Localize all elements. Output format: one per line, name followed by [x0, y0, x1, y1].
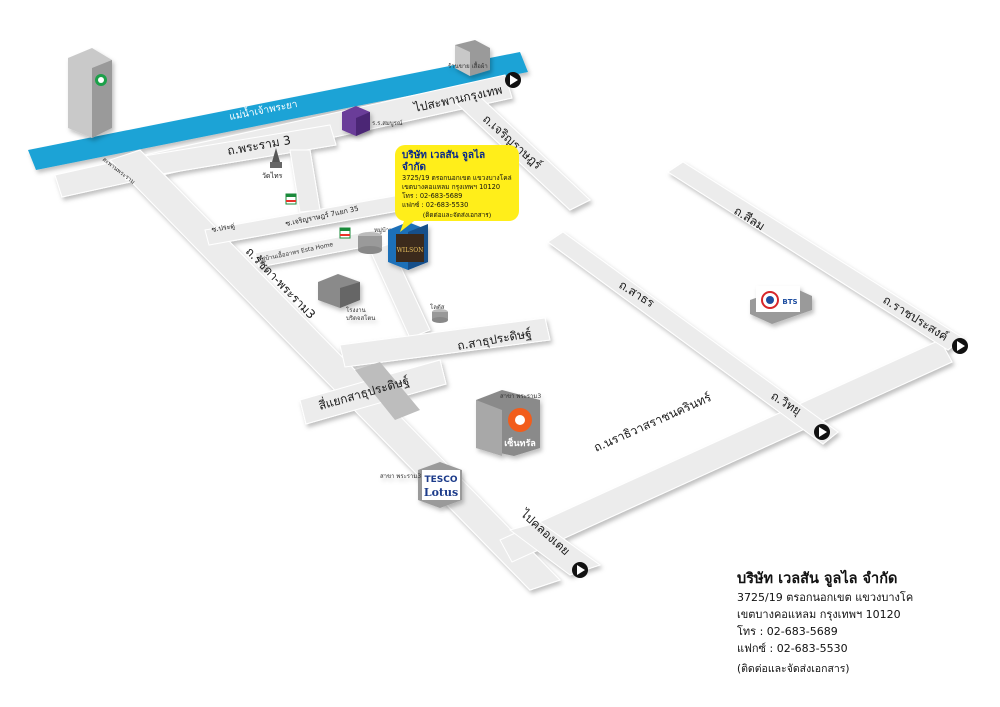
label-tank: โลตัส [430, 303, 445, 311]
callout-note: (ติดต่อและจัดส่งเอกสาร) [422, 211, 492, 219]
road-sathu-pradit [339, 317, 551, 368]
tank-building: โลตัส [430, 303, 448, 323]
callout-address-1: 3725/19 ตรอกนอกเขต แขวงบางโคล่ [402, 174, 512, 182]
callout-address-2: เขตบางคอแหลม กรุงเทพฯ 10120 [402, 183, 501, 191]
callout-phone: โทร : 02-683-5689 [402, 192, 463, 200]
arrow-right-icon[interactable] [952, 338, 968, 354]
label-ssk: ร.ร.สมบูรณ์ [372, 119, 403, 127]
label-rong-ngan: โรงงาน [346, 306, 366, 314]
label-narathiwat: ถ.นราธิวาสราชนครินทร์ [592, 390, 714, 455]
label-central-branch: สาขา พระราม3 [500, 393, 541, 400]
central-building: สาขา พระราม3 เซ็นทรัล [476, 390, 541, 456]
road-charoen-rat [454, 91, 591, 211]
arrow-right-icon[interactable] [572, 562, 588, 578]
tower-building [68, 48, 112, 138]
label-wat: วัดไทร [262, 171, 283, 180]
wilson-label: WILSON [397, 247, 424, 254]
school-building: ร.ร.สมบูรณ์ [342, 106, 403, 136]
shop-building: ร้านขาย เสื้อผ้า [448, 40, 490, 76]
bts-label: BTS [782, 298, 797, 306]
info-address-1: 3725/19 ตรอกนอกเขต แขวงบางโค [737, 591, 914, 604]
label-pradu: ซ.ประดู่ [211, 222, 236, 234]
company-info: บริษัท เวลสัน จูลไล จำกัด 3725/19 ตรอกนอ… [737, 569, 987, 678]
road-soi-south [369, 243, 431, 339]
seven-eleven-icon [339, 227, 351, 239]
company-callout: บริษัท เวลสัน จูลไล จำกัด 3725/19 ตรอกนอ… [395, 145, 519, 221]
callout-company-name: บริษัท เวลสัน จูลไล จำกัด [402, 150, 486, 173]
central-logo: เซ็นทรัล [504, 436, 536, 449]
callout-pointer [400, 218, 418, 232]
bts-logo-icon: BTS [750, 286, 812, 324]
label-lotus-branch: สาขา พระราม3 [380, 473, 421, 480]
seven-eleven-icon [285, 193, 297, 205]
arrow-right-icon[interactable] [814, 424, 830, 440]
lotus-label: Lotus [424, 486, 458, 499]
info-fax: แฟกซ์ : 02-683-5530 [737, 642, 848, 655]
road-silom [667, 161, 964, 351]
road-to-khlong-toei [508, 521, 602, 576]
callout-fax: แฟกซ์ : 02-683-5530 [402, 201, 469, 209]
info-address-2: เขตบางคอแหลม กรุงเทพฯ 10120 [737, 608, 901, 621]
road-soi-wilson [289, 149, 321, 213]
info-phone: โทร : 02-683-5689 [737, 625, 838, 638]
intersection-patch [355, 362, 420, 420]
road-sathorn [547, 231, 839, 445]
label-shop-top: ร้านขาย เสื้อผ้า [448, 60, 488, 70]
temple-icon: วัดไทร [262, 148, 283, 180]
label-rong-ngan-sub: บริดจสโตน [346, 314, 375, 322]
arrow-right-icon[interactable] [505, 72, 521, 88]
factory-building: โรงงาน บริดจสโตน [318, 274, 375, 322]
info-note: (ติดต่อและจัดส่งเอกสาร) [737, 663, 850, 675]
wilson-building[interactable]: WILSON [388, 222, 428, 270]
tesco-lotus-building: TESCO Lotus สาขา พระราม3 [380, 462, 462, 508]
label-ratchaprasong: ถ.ราชประสงค์ [880, 293, 950, 344]
info-company-name: บริษัท เวลสัน จูลไล จำกัด [737, 571, 898, 587]
tesco-label: TESCO [424, 475, 457, 485]
